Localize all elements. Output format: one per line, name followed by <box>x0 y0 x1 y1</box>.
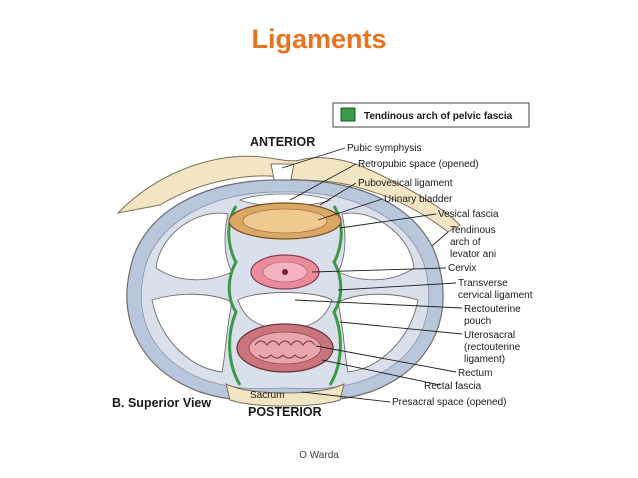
callout-cervix: Cervix <box>448 263 476 274</box>
urinary-bladder-lumen <box>242 208 328 234</box>
rectal-mucosa-folds <box>254 340 316 359</box>
tendinous-arch-left <box>227 205 242 386</box>
posterior-label: POSTERIOR <box>248 405 322 419</box>
slide-title: Ligaments <box>251 24 387 54</box>
callout-uterosacral-line3: ligament) <box>464 354 505 365</box>
legend-swatch <box>340 107 356 122</box>
callout-presacral-space: Presacral space (opened) <box>392 397 507 408</box>
cervical-os <box>282 269 288 275</box>
callout-rectum: Rectum <box>458 368 492 379</box>
callout-labels: Pubic symphysis Retropubic space (opened… <box>347 143 533 408</box>
leader-lines <box>281 147 463 403</box>
left-lower-space <box>151 293 233 373</box>
rectum-lumen <box>248 331 322 365</box>
callout-transverse-line1: Transverse <box>458 278 508 289</box>
callout-tendinous-line2: arch of <box>450 237 481 248</box>
callout-urinary-bladder: Urinary bladder <box>384 194 453 205</box>
callout-retropubic-space: Retropubic space (opened) <box>358 159 479 170</box>
callout-tendinous-line3: levator ani <box>450 249 496 260</box>
sacrum-label: Sacrum <box>250 390 284 401</box>
footer-author: O Warda <box>299 450 339 461</box>
view-caption: B. Superior View <box>112 396 211 410</box>
legend-box <box>332 102 530 128</box>
right-upper-space <box>337 212 415 281</box>
left-upper-space <box>155 212 233 281</box>
callout-uterosacral-line2: (rectouterine <box>464 342 521 353</box>
callout-vesical-fascia: Vesical fascia <box>438 209 499 220</box>
callout-rectouterine-line2: pouch <box>464 316 491 327</box>
callout-rectal-fascia: Rectal fascia <box>424 381 482 392</box>
callout-pubic-symphysis: Pubic symphysis <box>347 143 421 154</box>
callout-tendinous-line1: Tendinous <box>450 225 496 236</box>
callout-rectouterine-line1: Rectouterine <box>464 304 521 315</box>
legend-label: Tendinous arch of pelvic fascia <box>364 111 513 122</box>
callout-transverse-line2: cervical ligament <box>458 290 533 301</box>
callout-pubovesical-ligament: Pubovesical ligament <box>358 178 453 189</box>
sacrum <box>225 383 345 407</box>
right-lower-space <box>337 293 419 373</box>
tendinous-arch-right <box>328 205 343 386</box>
anterior-label: ANTERIOR <box>250 135 315 149</box>
callout-uterosacral-line1: Uterosacral <box>464 330 515 341</box>
